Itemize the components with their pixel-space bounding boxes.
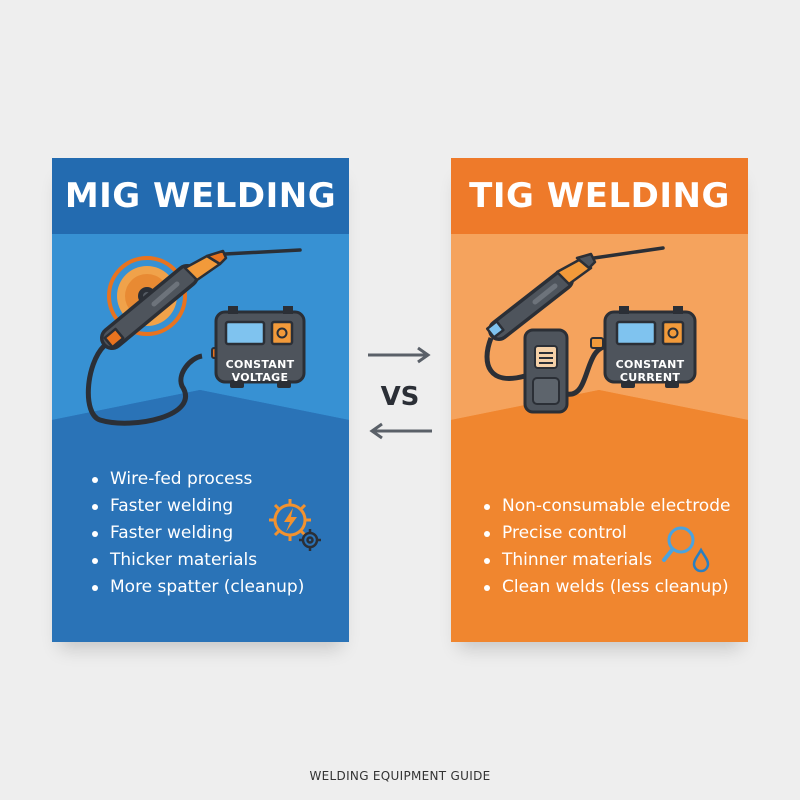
tig-machine-label-line2: CURRENT [619, 371, 681, 384]
footer-caption: WELDING EQUIPMENT GUIDE [309, 769, 491, 783]
mig-illustration [85, 248, 306, 426]
foot-pedal-icon [523, 328, 569, 414]
left-arrow-icon [369, 422, 432, 440]
mig-bullet-item: Thicker materials [90, 547, 304, 574]
tig-bullet-list: Non-consumable electrode Precise control… [482, 493, 730, 601]
mig-bullet-item: More spatter (cleanup) [90, 574, 304, 601]
tig-bullet-item: Precise control [482, 520, 730, 547]
mig-machine-icon [211, 306, 306, 388]
tig-machine-icon [590, 306, 697, 388]
mig-machine-label-line1: CONSTANT [225, 358, 295, 371]
tig-torch-cable [484, 337, 526, 381]
mig-panel: MIG WELDING [52, 158, 349, 642]
vs-label: VS [380, 382, 420, 412]
mig-bullet-item: Faster welding [90, 493, 304, 520]
tig-pedal-cable [566, 343, 610, 397]
tig-torch-icon [485, 246, 665, 341]
mig-bullet-list: Wire-fed process Faster welding Faster w… [90, 466, 304, 601]
tig-bullet-item: Thinner materials [482, 547, 730, 574]
tig-bullet-item: Clean welds (less cleanup) [482, 574, 730, 601]
mig-bullet-item: Faster welding [90, 520, 304, 547]
tig-bullet-item: Non-consumable electrode [482, 493, 730, 520]
right-arrow-icon [368, 346, 431, 364]
mig-bullet-item: Wire-fed process [90, 466, 304, 493]
tig-machine-label-line1: CONSTANT [615, 358, 685, 371]
tig-illustration [484, 246, 697, 414]
tig-title: TIG WELDING [451, 158, 748, 234]
magnifier-droplet-icon [662, 526, 710, 573]
mig-machine-label: CONSTANT VOLTAGE [214, 358, 306, 384]
mig-gun-icon [100, 248, 302, 350]
mig-machine-label-line2: VOLTAGE [231, 371, 289, 384]
tig-machine-label: CONSTANT CURRENT [604, 358, 696, 384]
tig-panel: TIG WELDING [451, 158, 748, 642]
mig-cable [85, 344, 203, 426]
mig-title: MIG WELDING [52, 158, 349, 234]
gear-lightning-icon [269, 499, 321, 551]
